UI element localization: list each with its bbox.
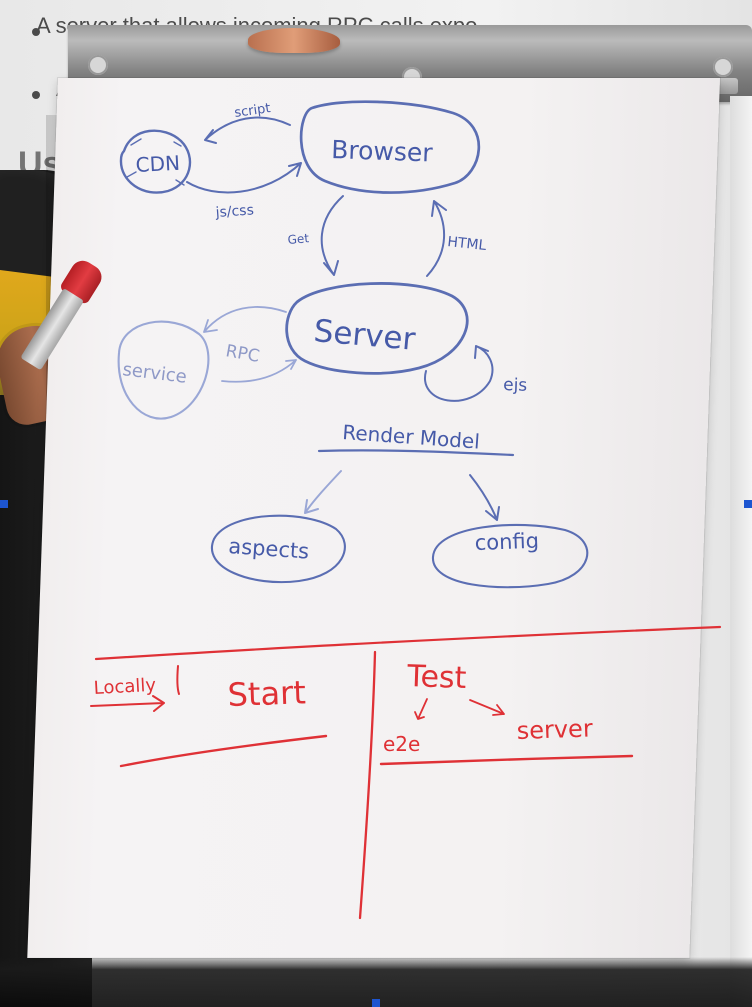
server-test-label: server	[516, 714, 593, 745]
aspects-label: aspects	[228, 534, 310, 564]
script-arrow	[204, 116, 291, 144]
rpc-top-arrow	[203, 306, 287, 333]
horizontal-divider	[94, 625, 722, 661]
e2e-label: e2e	[383, 732, 420, 756]
start-label: Start	[227, 673, 306, 714]
start-underline	[119, 734, 328, 768]
right-selection-handle	[744, 500, 752, 508]
flipchart-clip-knob-right	[713, 57, 733, 77]
ejs-label: ejs	[503, 375, 528, 396]
js-css-label: js/css	[214, 202, 254, 221]
service-circle	[117, 320, 210, 420]
html-label: HTML	[447, 234, 488, 254]
render-model-underline	[317, 449, 515, 457]
test-e2e-arrow	[414, 698, 428, 720]
cdn-circle-sketch-lines	[126, 138, 185, 186]
cdn-circle	[119, 129, 192, 194]
get-label: Get	[287, 231, 310, 247]
test-server-arrow	[469, 699, 505, 716]
rpc-label: RPC	[224, 341, 261, 367]
left-selection-handle	[0, 500, 8, 508]
js-css-arrow	[186, 162, 302, 194]
locally-marker	[176, 665, 180, 695]
flipchart-clip-knob-left	[88, 55, 108, 75]
rpc-bottom-arrow	[221, 359, 297, 383]
aspects-ellipse	[210, 514, 346, 584]
floor-shadow	[0, 957, 752, 1007]
locally-label: Locally	[93, 675, 157, 699]
render-model-label: Render Model	[342, 420, 481, 454]
vertical-divider	[358, 650, 377, 920]
html-arrow	[426, 200, 447, 277]
browser-label: Browser	[331, 135, 434, 168]
script-label: script	[233, 101, 271, 121]
locally-arrow	[90, 695, 165, 712]
config-ellipse	[431, 523, 589, 589]
slide-bullet-icon-secondary	[32, 91, 40, 99]
bottom-selection-handle	[372, 999, 380, 1007]
slide-bullet-icon	[32, 28, 40, 36]
server-label: Server	[312, 313, 417, 358]
blue-architecture-diagram: CDN Browser script js/css Get HTML Serve…	[117, 100, 589, 589]
test-label: Test	[406, 659, 467, 696]
flipchart-right-edge	[730, 96, 752, 1007]
browser-ellipse	[299, 100, 481, 194]
ejs-loop-arrow	[424, 345, 494, 402]
get-arrow	[320, 195, 344, 276]
config-label: config	[474, 529, 539, 555]
finger-at-flipchart-top	[248, 28, 340, 53]
server-ellipse	[285, 282, 469, 375]
service-label: service	[121, 359, 188, 388]
test-underline	[379, 754, 634, 766]
aspects-arrow	[304, 470, 342, 514]
red-lower-section: Locally Start Test e2e server	[90, 625, 722, 920]
cdn-label: CDN	[135, 151, 181, 177]
config-arrow	[469, 474, 500, 521]
